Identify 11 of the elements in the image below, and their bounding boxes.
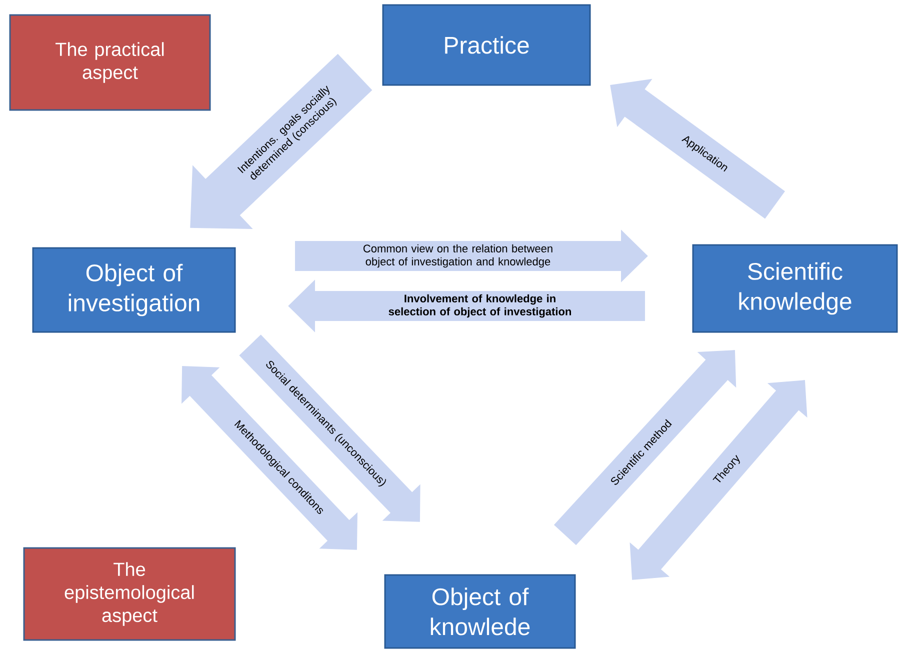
block-arrow (182, 366, 358, 550)
edge-label: Common view on the relation between object of investigation and knowledge (364, 244, 552, 268)
concept-box: Practice (382, 4, 591, 86)
block-arrow (190, 54, 372, 229)
block-arrow (239, 334, 420, 522)
aspect-box: The practical aspect (9, 14, 211, 111)
edge-label: Involvement of knowledge in selection of object of investigation (388, 294, 571, 318)
aspect-box: The epistemological aspect (23, 547, 236, 641)
concept-box: Object of knowlede (384, 574, 576, 649)
concept-box: Object of investigation (32, 247, 236, 333)
concept-box: Scientific knowledge (692, 244, 898, 333)
